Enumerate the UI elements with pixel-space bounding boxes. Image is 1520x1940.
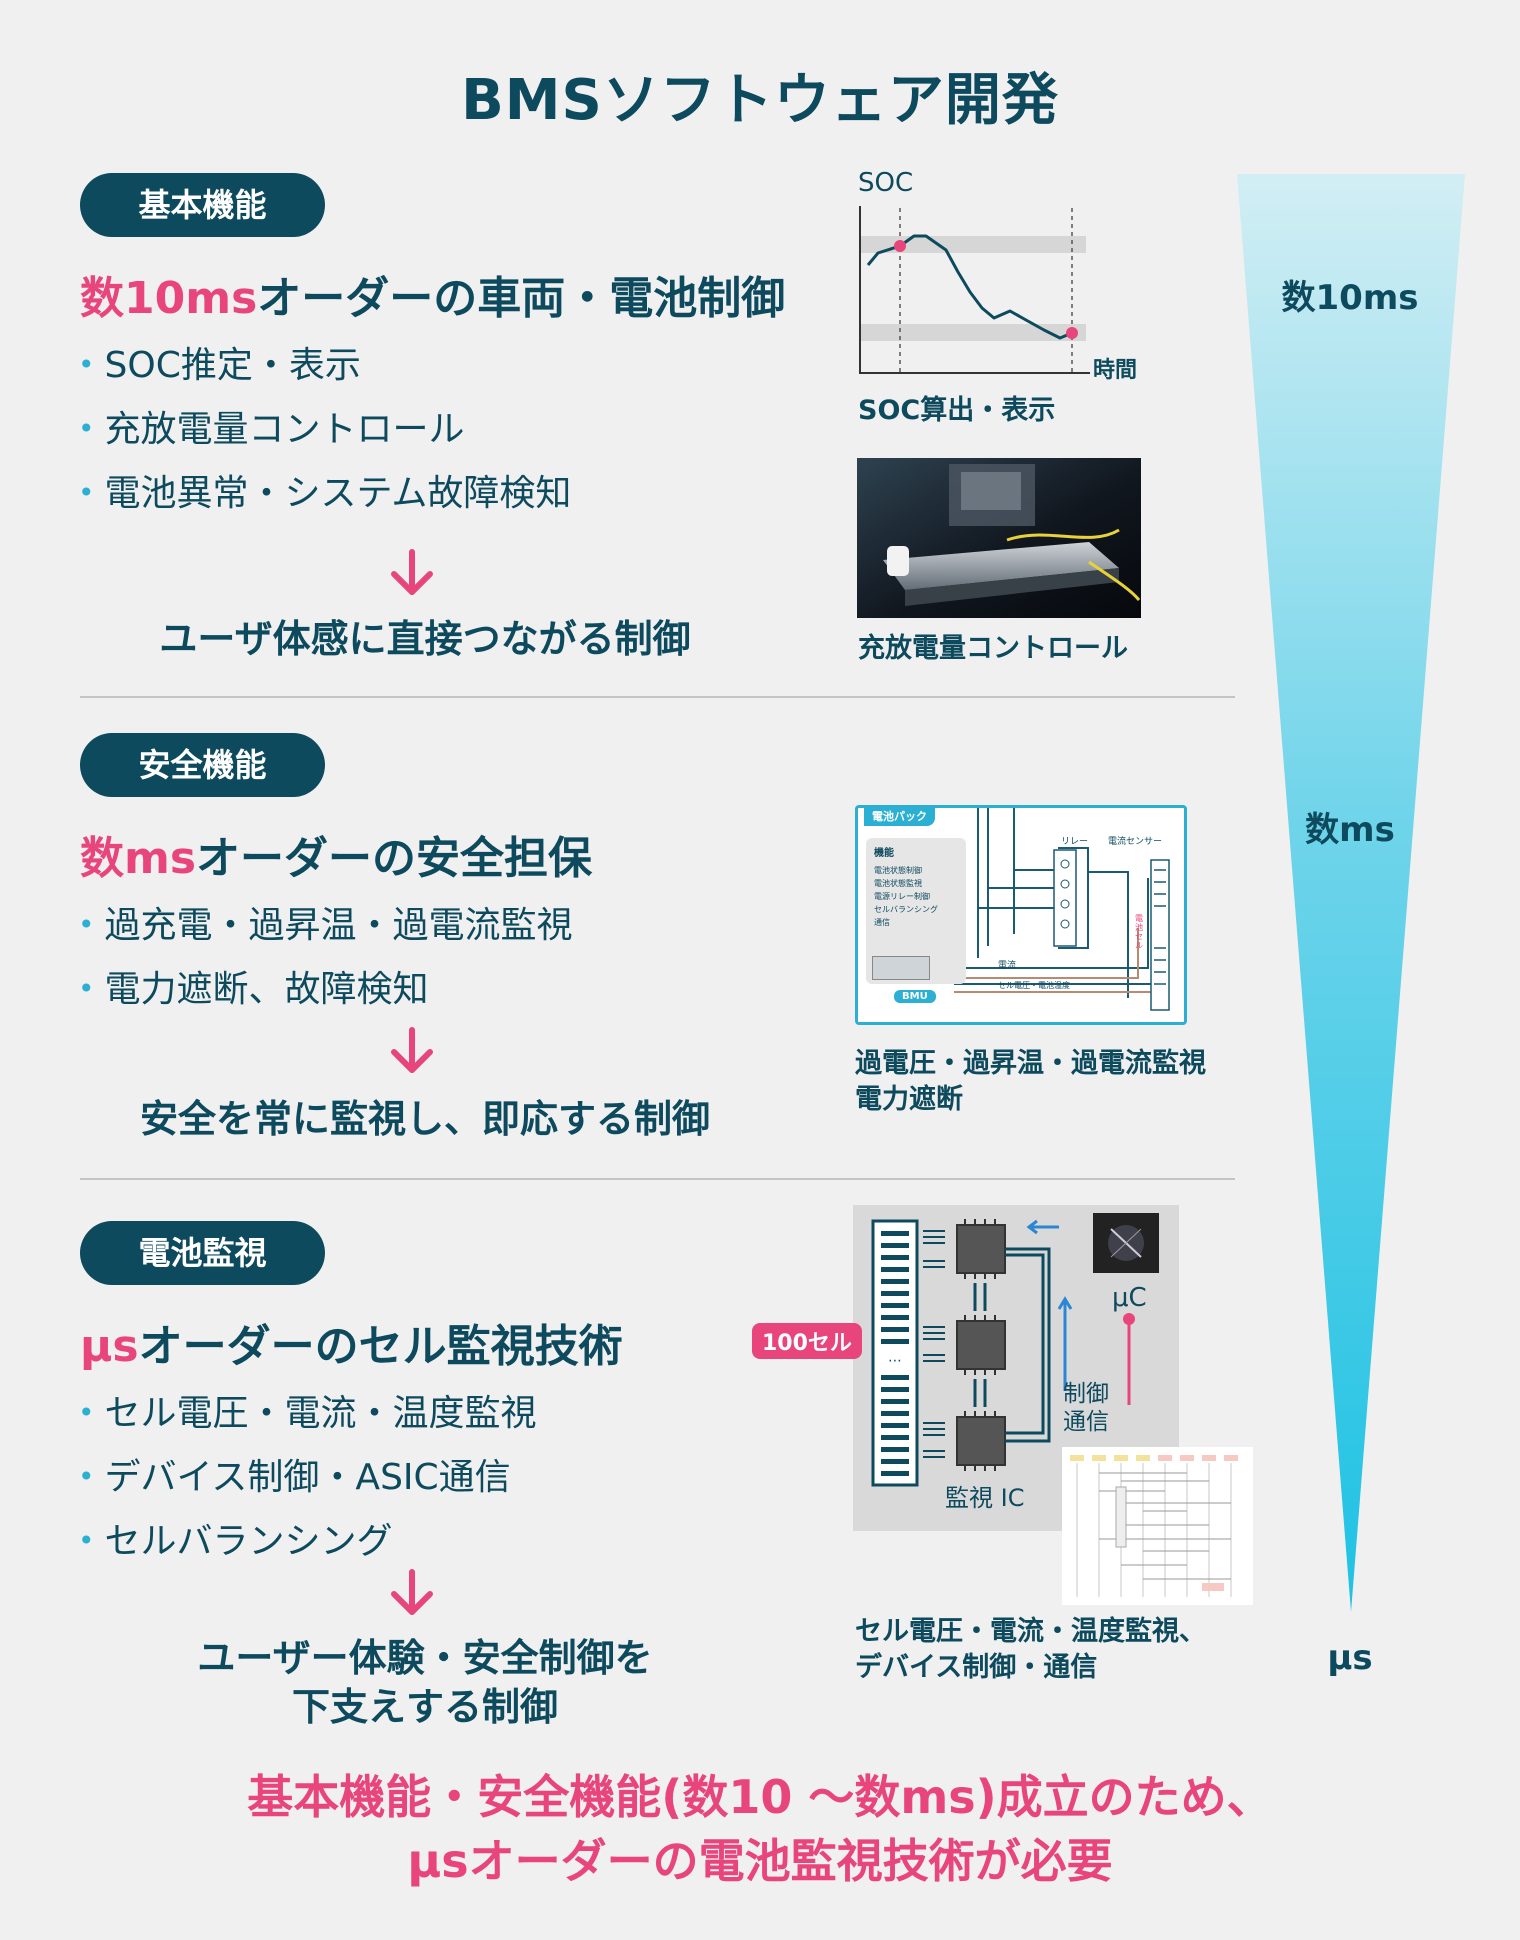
badge-safety-functions: 安全機能 xyxy=(80,733,325,797)
soc-x-label: 時間 xyxy=(1093,358,1138,383)
heading-rest: オーダーの車両・電池制御 xyxy=(257,273,786,324)
heading-rest: オーダーの安全担保 xyxy=(196,833,593,884)
comm-label-line2: 通信 xyxy=(1063,1409,1109,1435)
list-item: SOC推定・表示 xyxy=(78,334,571,398)
soc-point xyxy=(894,240,906,252)
battery-pack-photo xyxy=(857,458,1141,618)
current-label: 電流 xyxy=(998,961,1017,971)
down-arrow-icon xyxy=(391,1569,433,1615)
list-item: セル電圧・電流・温度監視 xyxy=(78,1382,537,1446)
monitor-caption-line2: デバイス制御・通信 xyxy=(855,1652,1098,1683)
section-divider xyxy=(80,1178,1235,1180)
heading-highlight: 数10ms xyxy=(80,273,258,324)
time-scale-10ms: 数10ms xyxy=(1281,278,1419,318)
cell-label: 電池セル xyxy=(1135,914,1143,950)
function-item: 通信 xyxy=(874,918,890,927)
circuit-caption-line1: 過電圧・過昇温・過電流監視 xyxy=(855,1048,1206,1079)
cells-badge: 100セル xyxy=(752,1323,862,1359)
list-item: 電池異常・システム故障検知 xyxy=(78,462,572,526)
comm-label: 制御 通信 xyxy=(1063,1380,1109,1436)
badge-battery-monitoring: 電池監視 xyxy=(80,1221,325,1285)
down-arrow-icon xyxy=(391,1027,433,1073)
soc-caption: SOC算出・表示 xyxy=(858,395,1056,426)
circuit-diagram: 電池パック 機能 xyxy=(855,805,1187,1025)
down-arrow-icon xyxy=(391,549,433,595)
section-divider xyxy=(80,696,1235,698)
list-item: セルバランシング xyxy=(78,1510,537,1574)
bullet-list-safety: 過充電・過昇温・過電流監視 電力遮断、故障検知 xyxy=(78,894,573,1022)
footer-line1: 基本機能・安全機能(数10 ～数ms)成立のため、 xyxy=(247,1770,1273,1824)
microcontroller-label: μC xyxy=(1112,1283,1147,1313)
monitor-ic-label: 監視 IC xyxy=(945,1484,1025,1512)
heading-basic-functions: 数10msオーダーの車両・電池制御 xyxy=(80,262,785,326)
list-item: 充放電量コントロール xyxy=(78,398,571,462)
lower-band xyxy=(860,324,1086,341)
function-item: 電池状態制御 xyxy=(874,866,922,875)
photo-caption: 充放電量コントロール xyxy=(858,633,1128,664)
bullet-list-basic: SOC推定・表示 充放電量コントロール 電池異常・システム故障検知 xyxy=(78,334,572,526)
pack-label: 電池パック xyxy=(864,806,935,826)
soc-y-label: SOC xyxy=(858,168,914,198)
time-scale-us: μs xyxy=(1327,1638,1373,1678)
list-item: 過充電・過昇温・過電流監視 xyxy=(78,894,573,958)
function-item: 電源リレー制御 xyxy=(874,892,930,901)
conclusion-safety: 安全を常に監視し、即応する制御 xyxy=(139,1097,710,1141)
page-title: BMSソフトウェア開発 xyxy=(461,68,1059,133)
bmu-device xyxy=(872,956,930,980)
circuit-wiring xyxy=(954,808,1170,1011)
sensor-label: 電流センサー xyxy=(1108,837,1163,847)
list-item: 電力遮断、故障検知 xyxy=(78,958,573,1022)
heading-rest: オーダーのセル監視技術 xyxy=(138,1321,623,1372)
list-item: デバイス制御・ASIC通信 xyxy=(78,1446,537,1510)
heading-highlight: 数ms xyxy=(80,833,197,884)
time-scale-triangle xyxy=(1237,174,1465,1612)
footer-line2: μsオーダーの電池監視技術が必要 xyxy=(407,1834,1113,1888)
chart-axes xyxy=(859,206,1090,374)
soc-chart xyxy=(859,206,1090,374)
time-scale-ms: 数ms xyxy=(1305,810,1395,850)
comm-label-line1: 制御 xyxy=(1063,1381,1109,1407)
function-item: セルバランシング xyxy=(874,905,938,914)
voltage-temp-label: セル電圧・電池温度 xyxy=(998,981,1070,990)
monitoring-wiring: ⋯ xyxy=(871,1213,1159,1487)
sequence-diagram-thumbnail xyxy=(1062,1447,1253,1605)
bullet-list-monitoring: セル電圧・電流・温度監視 デバイス制御・ASIC通信 セルバランシング xyxy=(78,1382,537,1574)
badge-basic-functions: 基本機能 xyxy=(80,173,325,237)
heading-highlight: μs xyxy=(80,1321,139,1372)
heading-safety-functions: 数msオーダーの安全担保 xyxy=(80,822,592,886)
function-item: 電池状態監視 xyxy=(874,879,922,888)
bmu-label: BMU xyxy=(894,990,936,1003)
upper-band xyxy=(860,236,1086,253)
functions-title: 機能 xyxy=(874,848,894,859)
functions-list: 電池状態制御 電池状態監視 電源リレー制御 セルバランシング 通信 xyxy=(874,864,966,929)
circuit-caption-line2: 電力遮断 xyxy=(855,1084,963,1115)
monitor-caption-line1: セル電圧・電流・温度監視、 xyxy=(855,1616,1206,1647)
conclusion-monitoring-line2: 下支えする制御 xyxy=(291,1685,558,1729)
relay-label: リレー xyxy=(1061,837,1089,847)
svg-text:⋯: ⋯ xyxy=(888,1353,902,1369)
conclusion-monitoring-line1: ユーザー体験・安全制御を xyxy=(197,1636,653,1680)
heading-battery-monitoring: μsオーダーのセル監視技術 xyxy=(80,1310,623,1374)
soc-point xyxy=(1066,327,1078,339)
conclusion-basic: ユーザ体感に直接つながる制御 xyxy=(159,617,691,661)
